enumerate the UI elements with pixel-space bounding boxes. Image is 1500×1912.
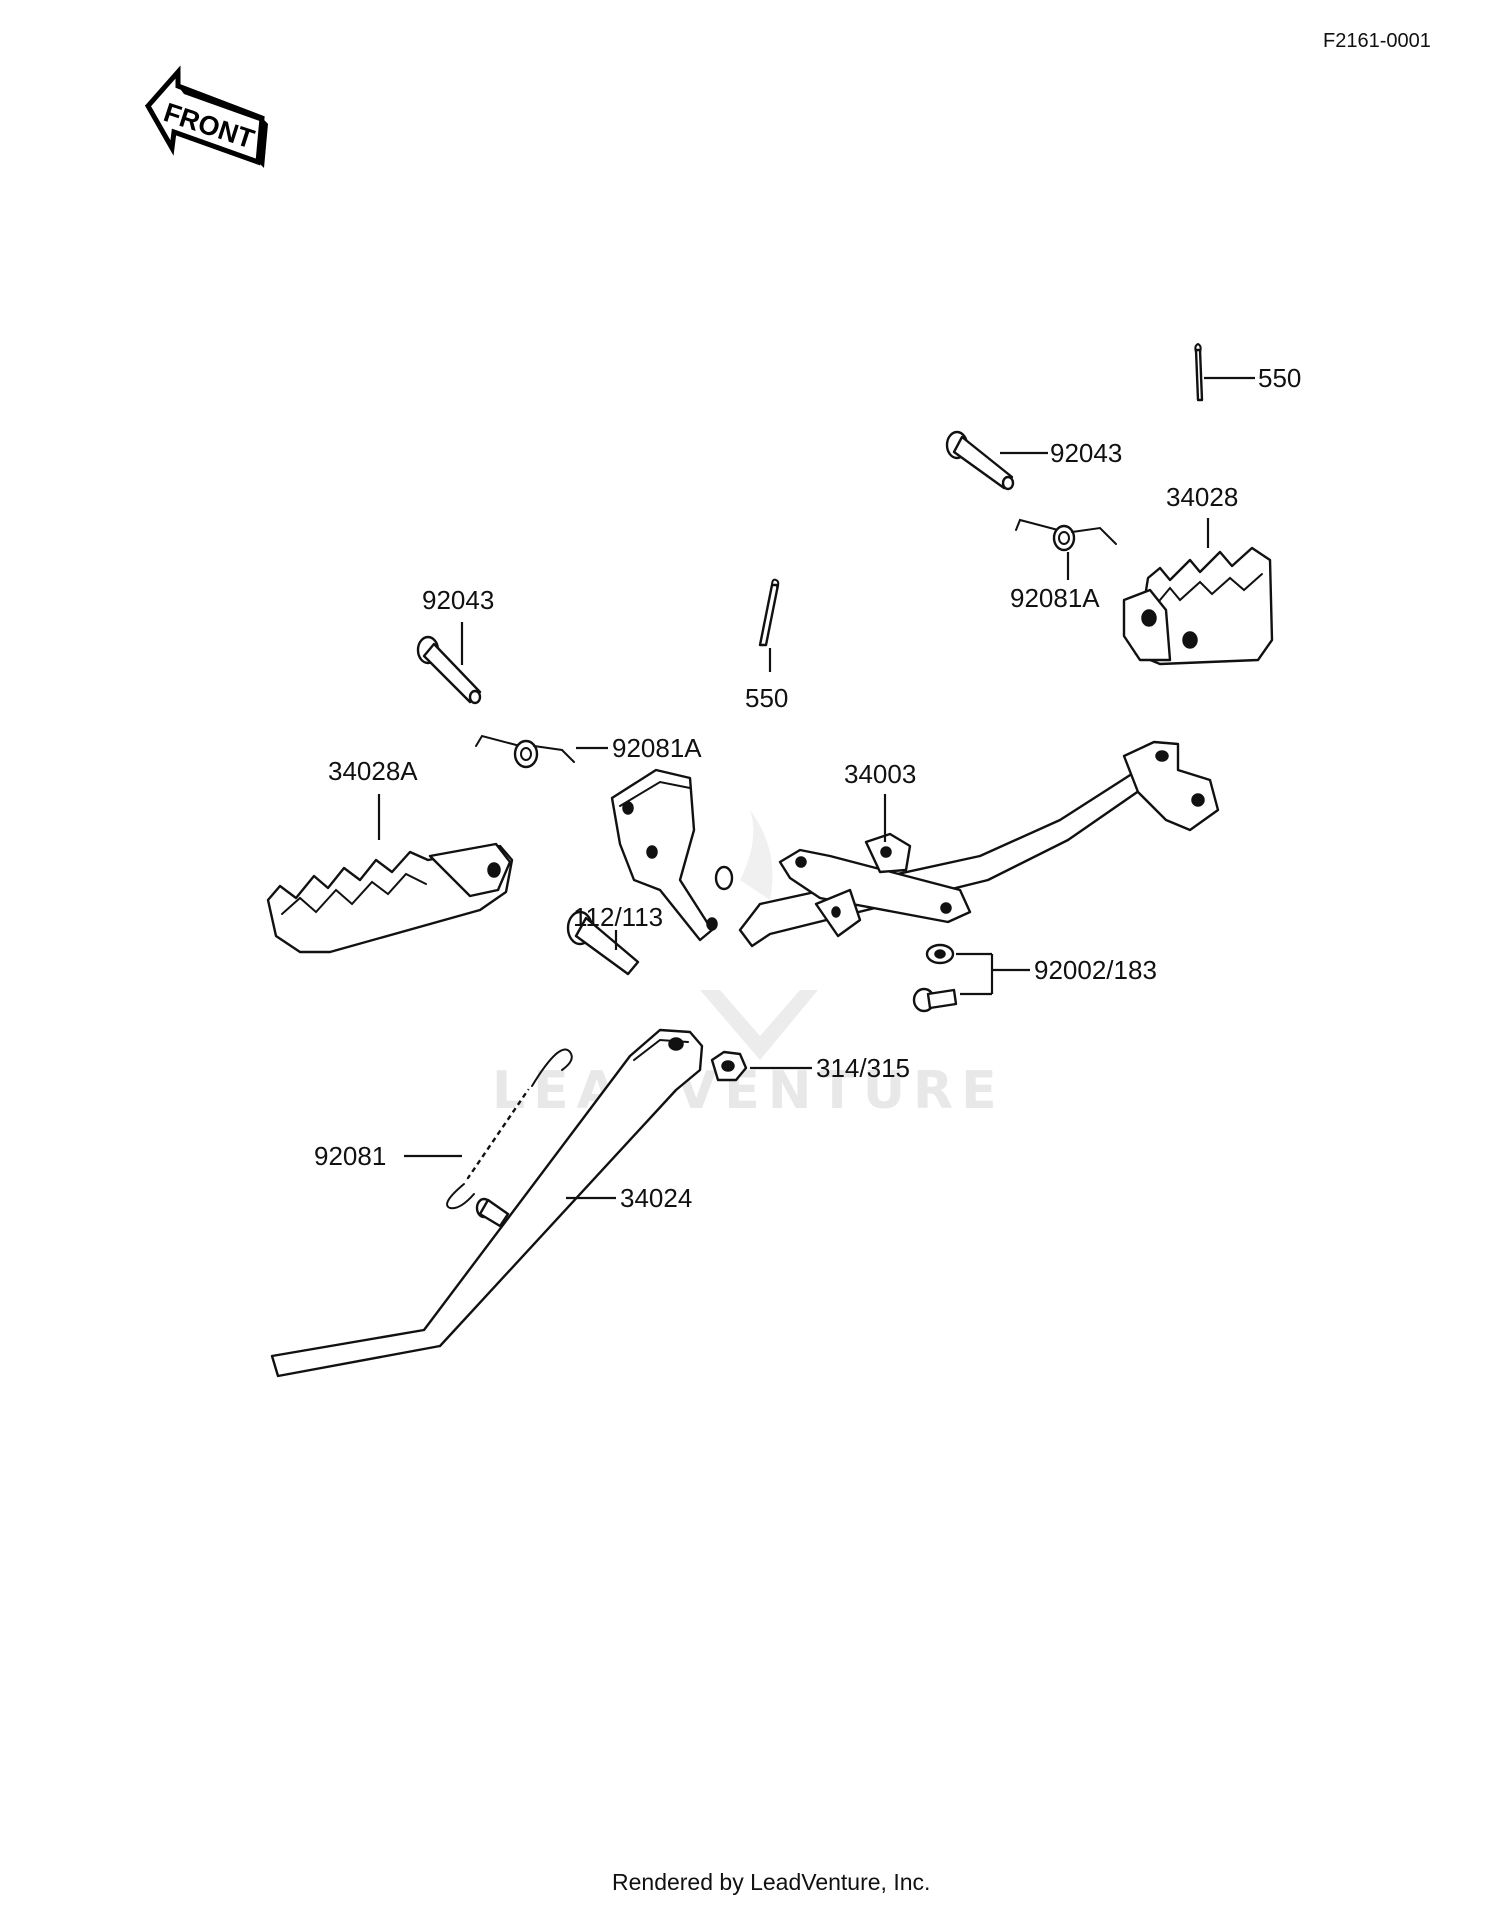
callout-bracket: 34003 [844,759,916,789]
pivot-bolt: 112/113 [566,902,663,976]
leadventure-watermark: LEADVENTURE [492,810,1005,1121]
callout-bolt-pivot: 112/113 [573,902,663,932]
cotter-pin-center: 550 [745,578,788,713]
callout-step-left: 34028A [328,756,418,786]
clevis-pin-right: 92043 [945,430,1122,491]
callout-cotter-pin-right: 550 [1258,363,1301,393]
watermark-text: LEADVENTURE [492,1061,1005,1121]
clevis-pin-left: 92043 [416,585,494,705]
callout-washer-bolt: 92002/183 [1034,955,1157,985]
footpeg-bracket: 34003 [610,740,1220,948]
callout-step-right: 34028 [1166,482,1238,512]
callout-cotter-pin-center: 550 [745,683,788,713]
torsion-spring-left: 92081A [475,733,702,769]
callout-spring-left: 92081A [612,733,702,763]
cotter-pin-right: 550 [1194,342,1301,402]
hex-nut: 314/315 [710,1050,910,1083]
callout-pin-right: 92043 [1050,438,1122,468]
callout-side-stand: 34024 [620,1183,692,1213]
callout-nut: 314/315 [816,1053,910,1083]
callout-spring-right: 92081A [1010,583,1100,613]
front-arrow-icon: FRONT [144,65,268,168]
side-stand: 34024 [270,1028,704,1378]
callout-pin-left: 92043 [422,585,494,615]
footer-credit: Rendered by LeadVenture, Inc. [612,1869,930,1895]
callout-stand-spring: 92081 [314,1141,386,1171]
washer-and-bolt: 92002/183 [912,943,1157,1013]
stand-spring: 92081 [314,1048,573,1210]
torsion-spring-right: 92081A [1010,518,1117,613]
footpeg-left: 34028A [266,756,514,954]
drawing-code: F2161-0001 [1323,30,1431,52]
footpeg-right: 34028 [1122,482,1274,666]
